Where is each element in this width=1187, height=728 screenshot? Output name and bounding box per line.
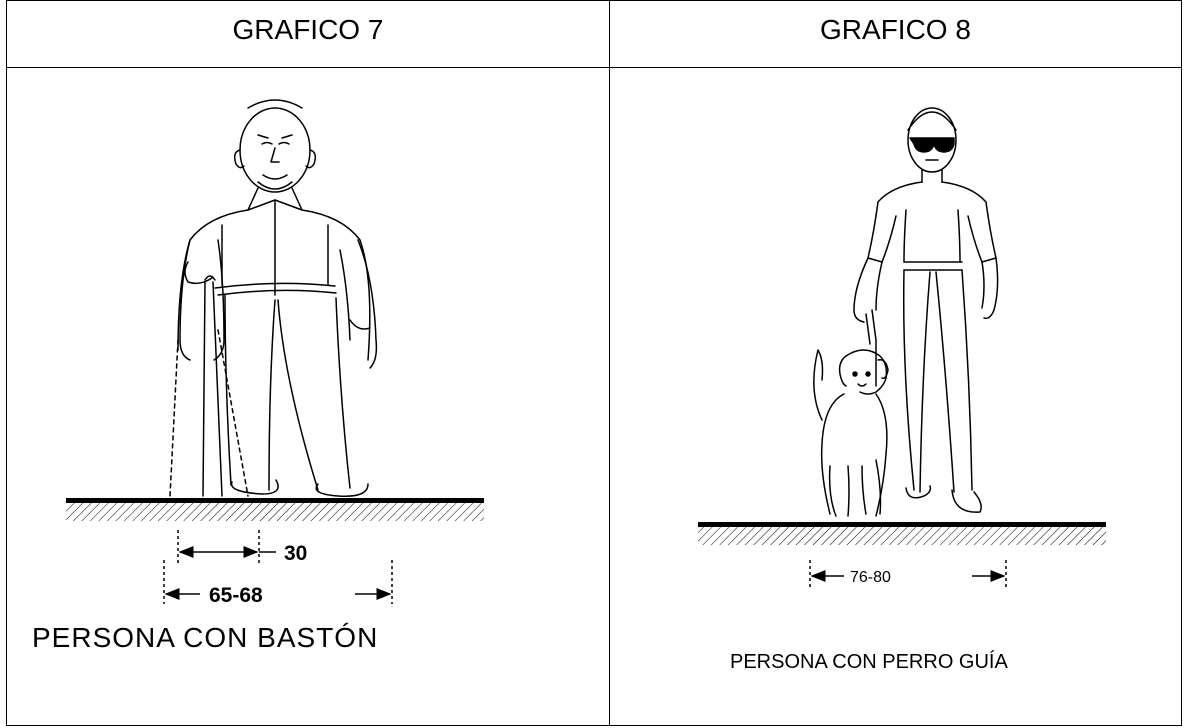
dim-outer-label-8: 76-80	[850, 569, 891, 586]
floor-hatch-7	[66, 503, 484, 521]
dimension-lines-8	[809, 560, 1007, 588]
header-divider	[7, 67, 1181, 68]
caption-figure-8: PERSONA CON PERRO GUÍA	[730, 651, 1008, 673]
elderly-person-with-cane-figure	[169, 99, 378, 497]
floor-hatch-8	[698, 527, 1106, 545]
header-grafico-7: GRAFICO 7	[232, 14, 384, 45]
dimension-lines-7	[163, 530, 393, 604]
header-grafico-8: GRAFICO 8	[820, 14, 971, 45]
floor-line-8	[698, 522, 1106, 527]
person-with-guide-dog-figure	[813, 107, 999, 517]
column-divider	[609, 1, 610, 725]
dim-outer-label-7: 65-68	[209, 584, 263, 607]
floor-line-7	[66, 498, 484, 503]
caption-figure-7: PERSONA CON BASTÓN	[32, 622, 379, 653]
figure-table: GRAFICO 7 GRAFICO 8	[6, 0, 1182, 726]
dim-inner-label: 30	[284, 542, 307, 565]
